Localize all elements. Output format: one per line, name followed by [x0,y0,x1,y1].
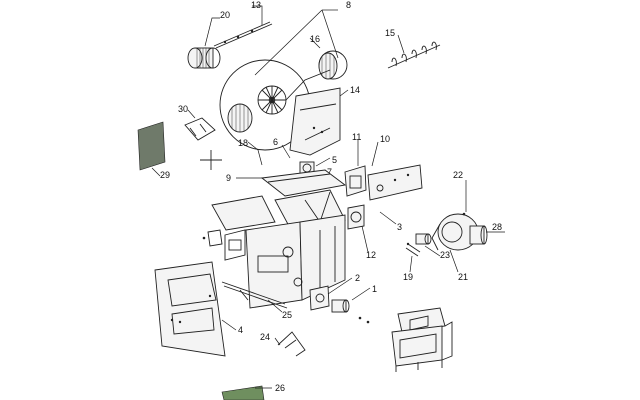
part-24-handle [277,331,306,357]
part-2-flange-plate [309,285,330,311]
callout-4-label: 4 [238,325,243,335]
callout-16-label: 16 [310,34,320,44]
callout-21: 21 [449,249,468,282]
main-cabinet [211,189,346,309]
callout-13: 13 [251,0,263,25]
callout-19: 19 [403,255,413,282]
callout-5-label: 5 [332,155,337,165]
callout-8: 8 [254,0,351,76]
callout-4: 4 [221,319,243,335]
part-9-top-lid [260,169,347,197]
callout-26: 26 [255,383,285,393]
callout-6-label: 6 [273,137,278,147]
blower-wheel [257,85,287,115]
callout-15-label: 15 [385,28,395,38]
callout-23-label: 23 [440,250,450,260]
callout-20-label: 20 [220,10,230,20]
callout-24: 24 [260,332,281,346]
callout-30: 30 [178,104,196,119]
part-1-outlet-tube [331,299,370,324]
callout-11: 11 [352,132,361,166]
callout-29-label: 29 [160,170,170,180]
part-19-screws [405,242,421,257]
part-26-panel [221,385,265,400]
callout-26-label: 26 [275,383,285,393]
part-23-coupling [415,233,432,245]
callout-8-label: 8 [346,0,351,10]
callout-5: 5 [315,155,337,167]
callout-18-label: 18 [238,138,248,148]
callout-9: 9 [226,173,262,183]
reference-crosshair [200,150,222,170]
callout-30-label: 30 [178,104,188,114]
callout-22: 22 [453,170,467,212]
callout-25-label: 25 [282,310,292,320]
assembled-unit-view [391,307,453,372]
callout-10-label: 10 [380,134,390,144]
callout-29: 29 [151,167,170,180]
callout-24-label: 24 [260,332,270,342]
callout-18: 18 [238,138,263,166]
part-12-flange [347,204,365,230]
part-11-gasket [344,165,367,197]
callout-12: 12 [361,225,376,260]
callout-7-label: 7 [327,167,332,177]
part-14-hopper-panel [289,87,341,156]
part-4-front-door [154,261,226,357]
part-10-side-plate [367,164,423,201]
part-29-panel [137,121,166,171]
callout-3-label: 3 [397,222,402,232]
callout-21-label: 21 [458,272,468,282]
part-25-rail [221,281,288,309]
callout-19-label: 19 [403,272,413,282]
callout-12-label: 12 [366,250,376,260]
callout-15: 15 [385,28,405,54]
part-20-cylinder-filter [187,47,221,69]
callout-6: 6 [273,137,291,159]
part-bracket-left-small [202,229,223,247]
part-13-rod [213,21,273,49]
callout-13-label: 13 [251,0,261,10]
callout-16: 16 [309,34,321,49]
callout-28-label: 28 [492,222,502,232]
callout-25: 25 [267,299,292,320]
callout-14-label: 14 [350,85,360,95]
callout-1: 1 [351,284,377,301]
callout-2-label: 2 [355,273,360,283]
callout-28: 28 [486,222,505,233]
callout-20: 20 [204,10,230,47]
part-15-clip-bracket [387,41,441,69]
callout-11-label: 11 [352,132,361,142]
callout-2: 2 [327,273,360,295]
part-16-fan-cylinder [318,50,348,80]
callout-9-label: 9 [226,173,231,183]
callout-14: 14 [339,85,360,97]
callout-10: 10 [371,134,390,167]
callout-23: 23 [424,245,450,260]
callout-3: 3 [379,211,402,232]
callout-1-label: 1 [372,284,377,294]
callout-22-label: 22 [453,170,463,180]
part-21-blower-housing [431,212,488,251]
blower-detail-circle [219,59,331,151]
part-30-small-bracket [184,117,216,141]
